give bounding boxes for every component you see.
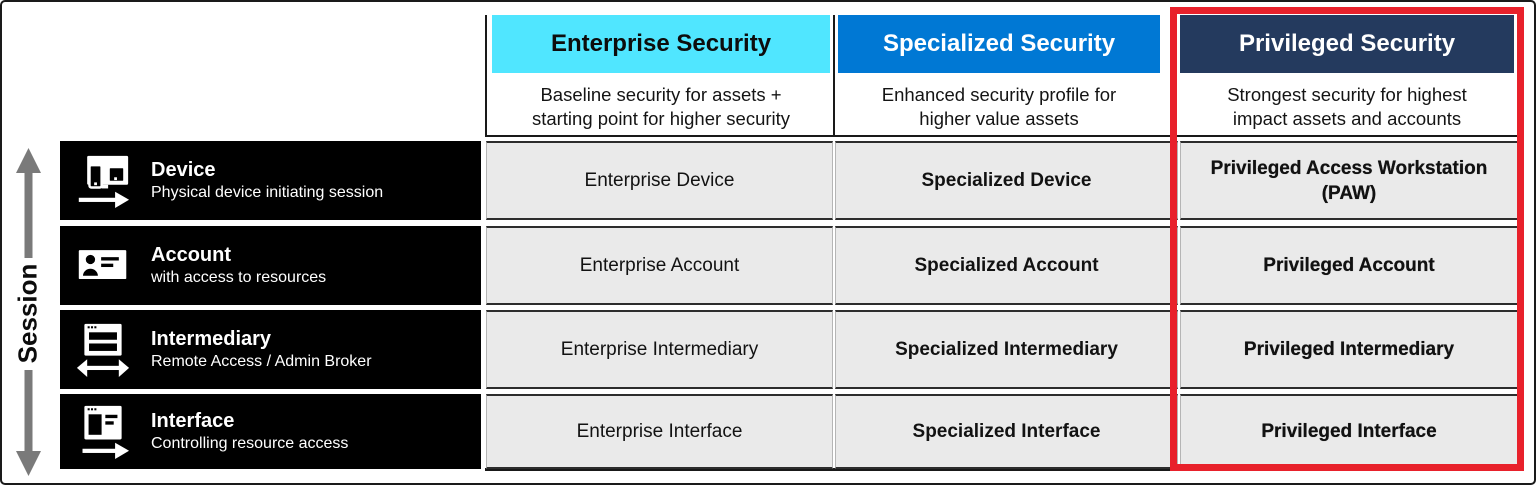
cell-text: Privileged Access Workstation (PAW)	[1210, 157, 1488, 204]
intermediary-icon	[76, 323, 130, 377]
column-subtitle-specialized: Enhanced security profile for higher val…	[838, 83, 1160, 131]
row-header-account: Account with access to resources	[60, 226, 481, 305]
subtitle-line: Baseline security for assets +	[540, 84, 782, 105]
cell-text: Privileged Account	[1263, 255, 1435, 276]
row-header-text: Device Physical device initiating sessio…	[151, 158, 383, 203]
cell-specialized-device: Specialized Device	[835, 141, 1178, 220]
column-header-privileged-label: Privileged Security	[1238, 30, 1456, 57]
interface-icon	[82, 405, 130, 459]
row-title: Device	[151, 159, 216, 181]
cell-privileged-interface: Privileged Interface	[1180, 394, 1518, 469]
device-icon	[78, 155, 130, 208]
cell-privileged-device: Privileged Access Workstation (PAW)	[1180, 141, 1518, 220]
header-divider-middle	[833, 15, 835, 135]
subtitle-line: Strongest security for highest	[1227, 84, 1467, 105]
cell-text: Enterprise Intermediary	[560, 339, 759, 360]
cell-text: Specialized Device	[921, 170, 1092, 191]
row-header-interface: Interface Controlling resource access	[60, 394, 481, 469]
session-axis-label: Session	[2, 254, 54, 372]
session-axis-label-text: Session	[12, 263, 43, 363]
session-up-arrow-icon	[16, 148, 41, 258]
column-subtitle-enterprise: Baseline security for assets + starting …	[492, 83, 830, 131]
account-icon	[78, 249, 127, 279]
row-header-text: Interface Controlling resource access	[151, 409, 348, 454]
cell-specialized-interface: Specialized Interface	[835, 394, 1178, 469]
row-subtitle: with access to resources	[151, 269, 327, 286]
row-header-intermediary: Intermediary Remote Access / Admin Broke…	[60, 310, 481, 389]
column-header-privileged: Privileged Security	[1180, 15, 1514, 73]
cell-enterprise-device: Enterprise Device	[486, 141, 833, 220]
cell-text: Privileged Intermediary	[1243, 339, 1455, 360]
table-bottom-border	[485, 468, 1518, 471]
row-title: Interface	[151, 410, 235, 432]
cell-enterprise-account: Enterprise Account	[486, 226, 833, 305]
cell-privileged-account: Privileged Account	[1180, 226, 1518, 305]
cell-text: Enterprise Device	[584, 170, 735, 191]
row-subtitle: Remote Access / Admin Broker	[151, 353, 372, 370]
row-header-text: Intermediary Remote Access / Admin Broke…	[151, 327, 372, 372]
cell-text: Privileged Interface	[1261, 421, 1437, 442]
column-subtitle-privileged: Strongest security for highest impact as…	[1180, 83, 1514, 131]
table-top-border	[485, 135, 1518, 137]
subtitle-line: Enhanced security profile for	[881, 84, 1117, 105]
row-subtitle: Controlling resource access	[151, 435, 349, 452]
subtitle-line: starting point for higher security	[531, 108, 791, 129]
cell-text: Specialized Interface	[912, 421, 1101, 442]
subtitle-line: impact assets and accounts	[1232, 108, 1462, 129]
row-title: Account	[151, 244, 231, 266]
cell-text: Specialized Intermediary	[895, 339, 1118, 360]
row-title: Intermediary	[151, 328, 272, 350]
subtitle-line: higher value assets	[919, 108, 1079, 129]
cell-enterprise-interface: Enterprise Interface	[486, 394, 833, 469]
row-subtitle: Physical device initiating session	[151, 184, 384, 201]
cell-specialized-account: Specialized Account	[835, 226, 1178, 305]
row-header-text: Account with access to resources	[151, 243, 326, 288]
row-header-device: Device Physical device initiating sessio…	[60, 141, 481, 220]
column-header-specialized: Specialized Security	[838, 15, 1160, 73]
column-header-enterprise: Enterprise Security	[492, 15, 830, 73]
cell-text: Enterprise Account	[579, 255, 740, 276]
cell-text: Specialized Account	[914, 255, 1099, 276]
cell-text: Enterprise Interface	[576, 421, 743, 442]
column-header-specialized-label: Specialized Security	[882, 30, 1116, 57]
cell-specialized-intermediary: Specialized Intermediary	[835, 310, 1178, 389]
column-header-enterprise-label: Enterprise Security	[550, 30, 772, 57]
session-down-arrow-icon	[16, 370, 41, 476]
header-divider-left	[485, 15, 487, 135]
cell-enterprise-intermediary: Enterprise Intermediary	[486, 310, 833, 389]
cell-privileged-intermediary: Privileged Intermediary	[1180, 310, 1518, 389]
